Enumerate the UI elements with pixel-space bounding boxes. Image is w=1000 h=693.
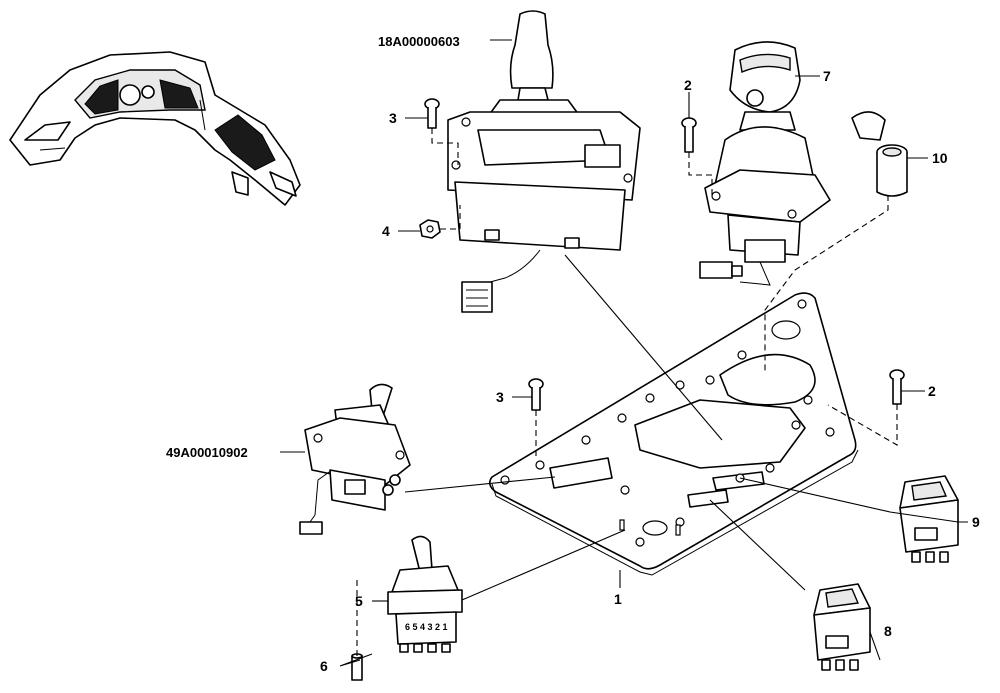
base-plate-1: [488, 292, 859, 576]
callout-18a00000603: 18A00000603: [378, 34, 460, 49]
callout-3-mid: 3: [496, 389, 504, 405]
callout-3-top: 3: [389, 110, 397, 126]
callout-10: 10: [932, 150, 948, 166]
callout-8: 8: [884, 623, 892, 639]
assembly-paths: [356, 128, 898, 656]
toggle-switch-5: 6 5 4 3 2 1: [387, 535, 463, 653]
power-socket-10: [851, 111, 908, 197]
switch-pin-labels: 6 5 4 3 2 1: [405, 622, 448, 632]
rocker-switch-9: [899, 475, 959, 563]
callout-2-top: 2: [684, 77, 692, 93]
screw-3-mid: [528, 378, 544, 411]
lever-valve-assembly: [299, 383, 411, 535]
screw-2-top: [681, 117, 697, 153]
leader-lines: [280, 39, 968, 667]
joystick-7-assembly: [699, 41, 831, 286]
callout-labels: 18A00000603 7 2 10 3 4 3 2 49A00010902 9…: [166, 34, 980, 674]
callout-9: 9: [972, 514, 980, 530]
screw-3-top: [424, 98, 440, 129]
callout-7: 7: [823, 68, 831, 84]
screw-2-mid: [889, 369, 905, 405]
callout-49a00010902: 49A00010902: [166, 445, 248, 460]
callout-4: 4: [382, 223, 390, 239]
callout-6: 6: [320, 658, 328, 674]
callout-1: 1: [614, 591, 622, 607]
callout-5: 5: [355, 593, 363, 609]
dashboard-console-illustration: [9, 51, 301, 206]
main-joystick-assembly: [447, 10, 641, 313]
nut-4: [419, 219, 441, 239]
callout-2-mid: 2: [928, 383, 936, 399]
rocker-switch-8: [813, 583, 871, 671]
